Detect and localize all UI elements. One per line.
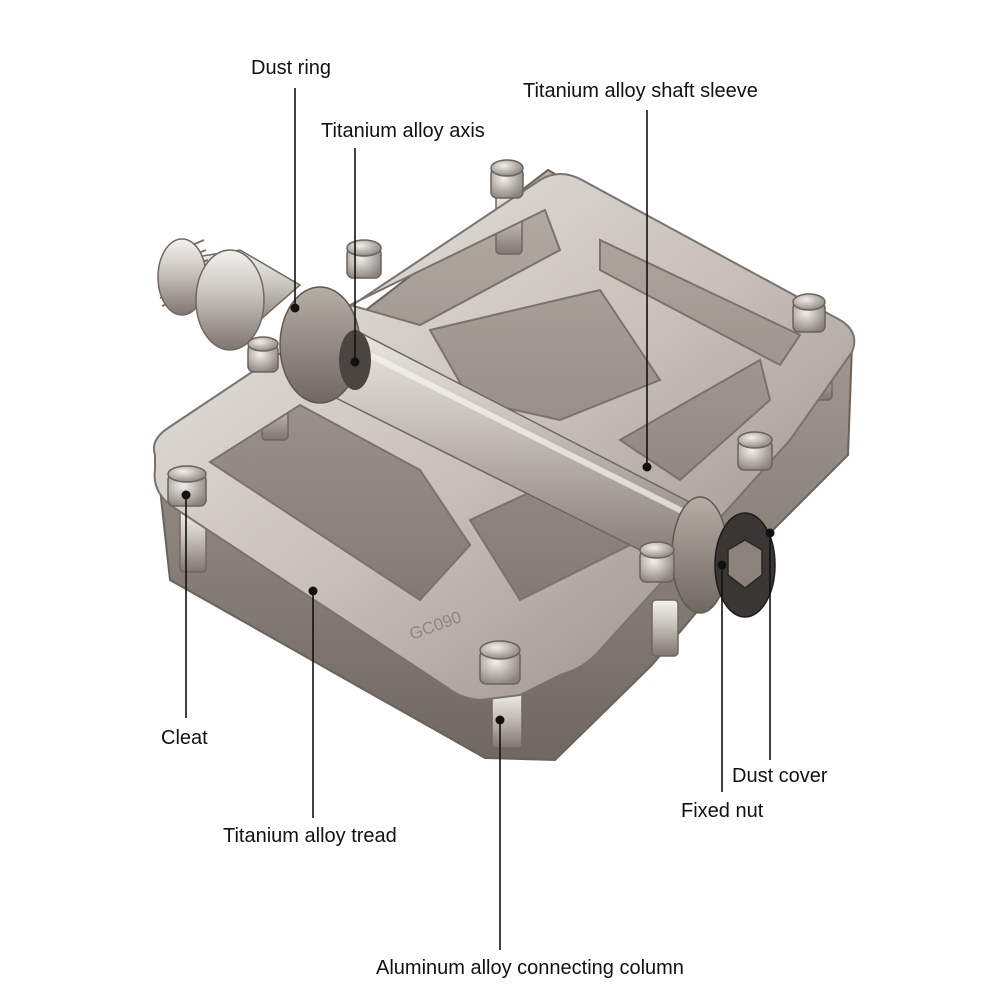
pin-icon [639,541,675,583]
label-fixed-nut: Fixed nut [681,800,764,822]
label-aluminum-alloy-connecting-column: Aluminum alloy connecting column [376,957,684,979]
axle-spindle [157,238,302,351]
label-cleat: Cleat [161,727,208,749]
pin-icon [490,159,524,199]
leader-lines [185,88,771,950]
sleeve-highlight [318,327,702,523]
pin-icon [737,431,773,471]
pin-icon [346,239,382,279]
label-titanium-alloy-shaft-sleeve: Titanium alloy shaft sleeve [523,80,758,102]
leader-dots [181,303,775,725]
pin-icon [167,465,207,507]
label-titanium-alloy-tread: Titanium alloy tread [223,825,397,847]
pin-icon [479,640,521,685]
fixed-nut-shape [727,539,763,589]
label-titanium-alloy-axis: Titanium alloy axis [321,120,485,142]
pins [167,159,826,685]
pin-icon [247,336,279,373]
pin-icon [792,293,826,333]
label-dust-ring: Dust ring [251,57,332,79]
label-dust-cover: Dust cover [732,765,828,787]
